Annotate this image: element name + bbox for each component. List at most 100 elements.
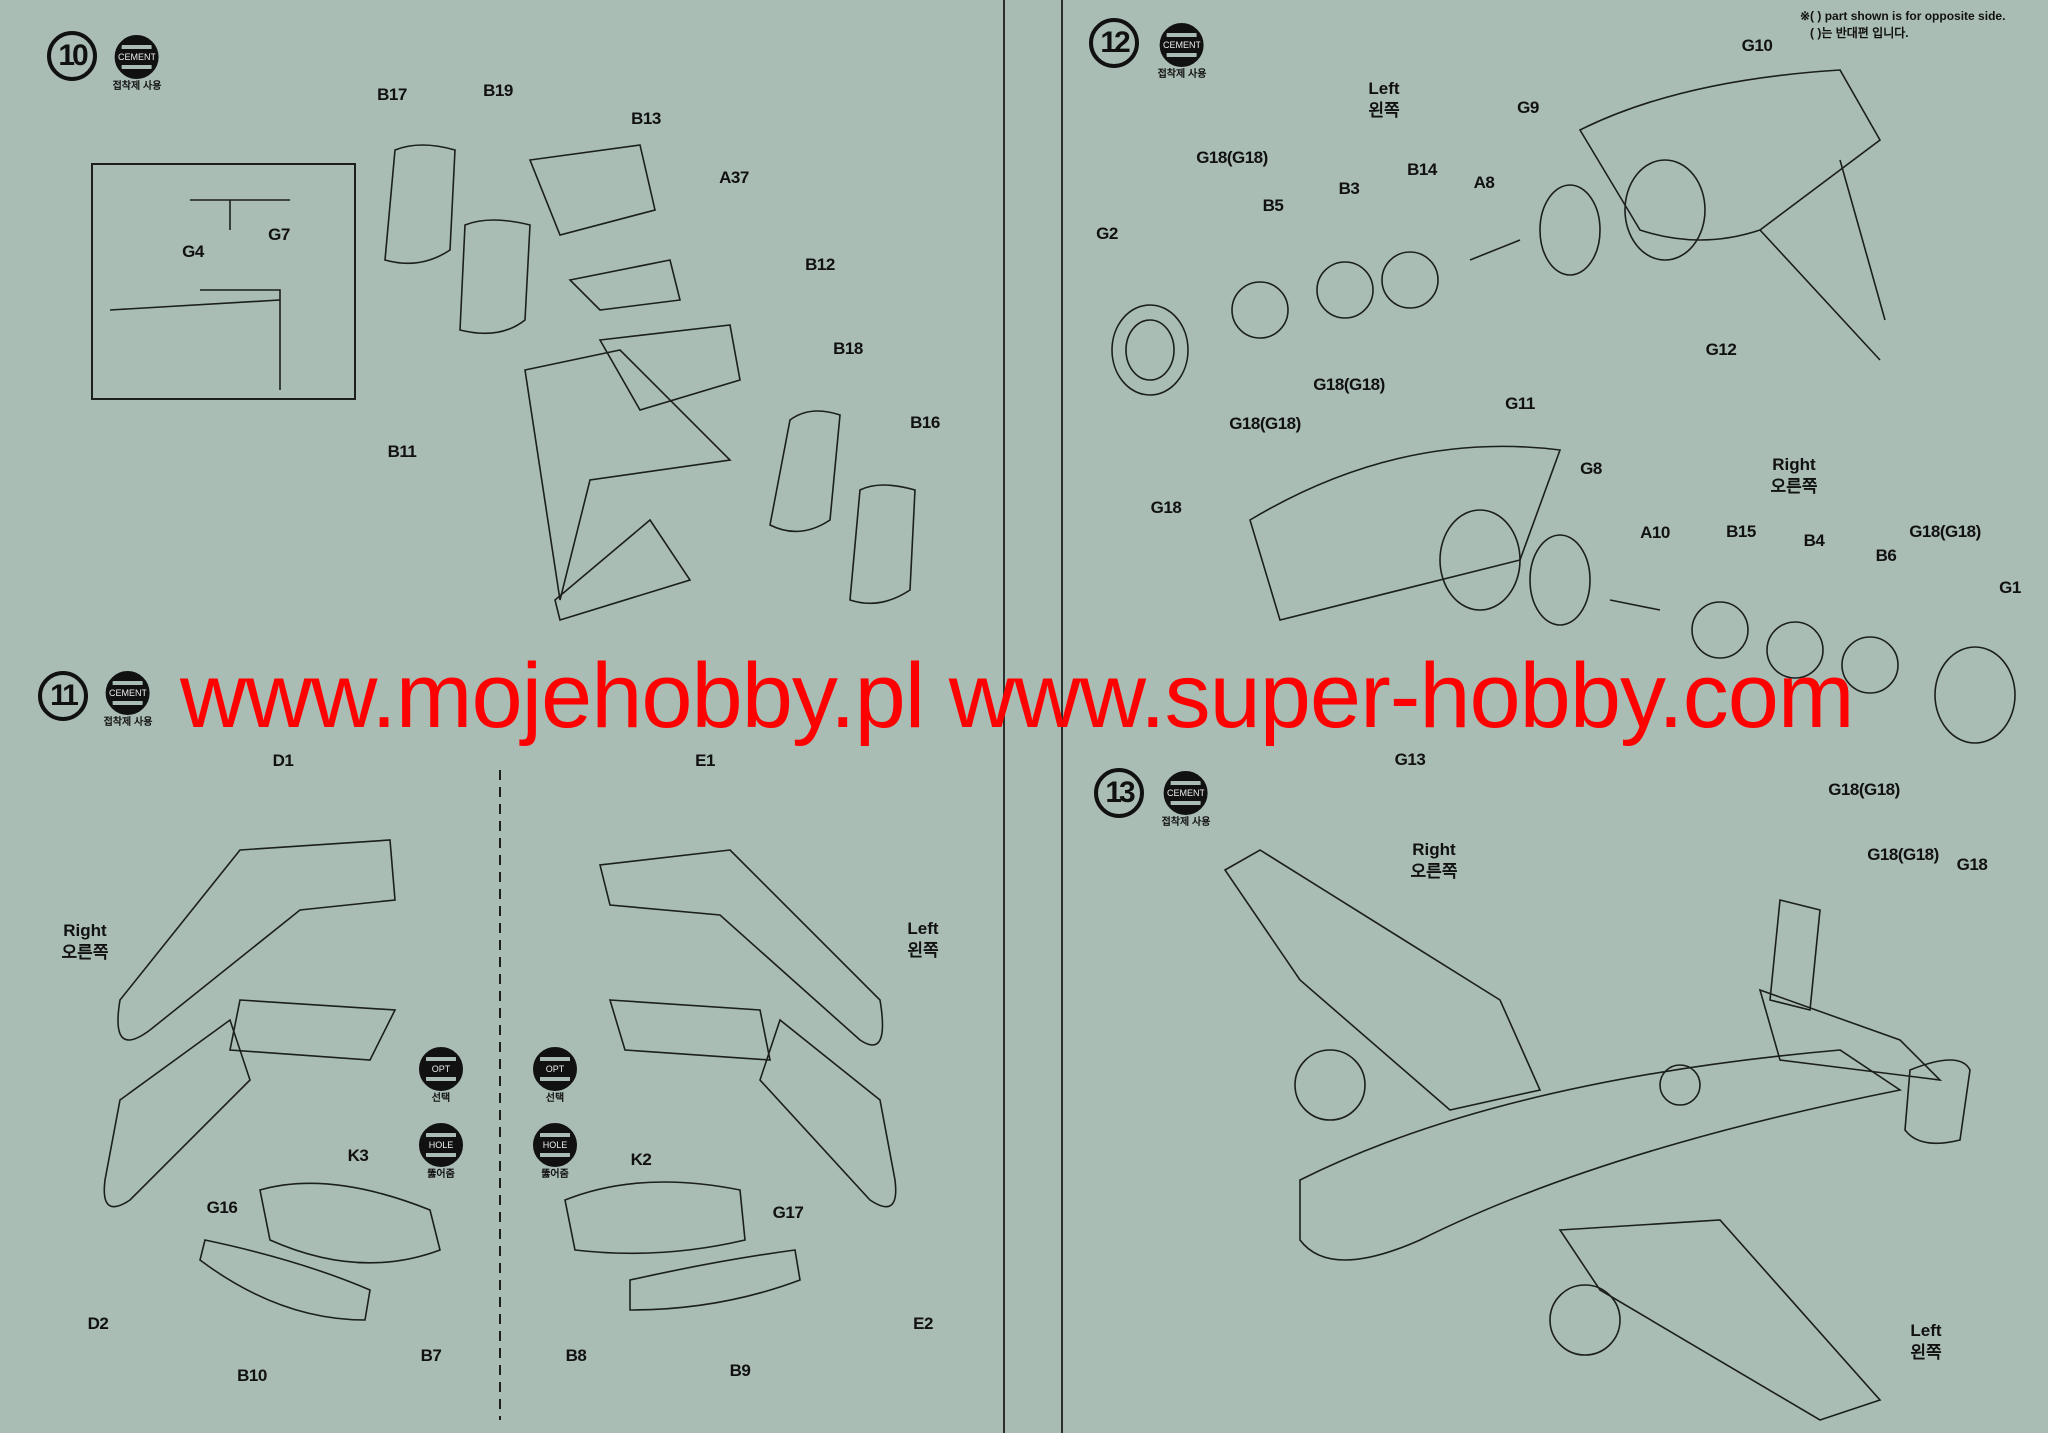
part-label: B6: [1875, 546, 1897, 565]
part-label: G4: [182, 242, 204, 261]
part-label: G2: [1096, 224, 1118, 243]
side-label-en: Left: [907, 919, 939, 938]
side-label: Left 왼쪽: [907, 918, 938, 962]
hole-badge: HOLE 뚫어줌: [419, 1123, 463, 1181]
opt-caption: 선택: [545, 1093, 565, 1104]
part-label: G18(G18): [1909, 522, 1981, 541]
opt-badge: OPT 선택: [533, 1047, 577, 1105]
part-label: B15: [1726, 522, 1756, 541]
part-label: G18(G18): [1229, 414, 1301, 433]
cement-caption: 접착제 사용: [1161, 817, 1211, 828]
part-label: B8: [565, 1346, 587, 1365]
cement-badge: CEMENT 접착제 사용: [1157, 23, 1207, 81]
side-label-en: Left: [1368, 79, 1400, 98]
part-label: B19: [483, 81, 513, 100]
part-label: G18(G18): [1867, 845, 1939, 864]
hole-icon: HOLE: [533, 1123, 577, 1167]
hole-badge: HOLE 뚫어줌: [533, 1123, 577, 1181]
part-label: B5: [1262, 196, 1284, 215]
side-label: Left 왼쪽: [1910, 1320, 1941, 1364]
part-label: B13: [631, 109, 661, 128]
cement-badge: CEMENT 접착제 사용: [1161, 771, 1211, 829]
page-divider: [1003, 0, 1005, 1433]
part-label: D1: [272, 751, 294, 770]
detail-inset-box: [91, 163, 356, 400]
part-label: G16: [206, 1198, 238, 1217]
part-label: B4: [1803, 531, 1825, 550]
part-label: B9: [729, 1361, 751, 1380]
note-line-ko: ( )는 반대편 입니다.: [1810, 26, 1909, 40]
part-label: D2: [87, 1314, 109, 1333]
part-label: B10: [237, 1366, 267, 1385]
left-page: [0, 0, 1003, 1433]
part-label: K3: [347, 1146, 369, 1165]
part-label: G8: [1580, 459, 1602, 478]
cement-caption: 접착제 사용: [1157, 69, 1207, 80]
cement-badge: CEMENT 접착제 사용: [103, 671, 153, 729]
part-label: K2: [630, 1150, 652, 1169]
opt-badge: OPT 선택: [419, 1047, 463, 1105]
cement-icon: CEMENT: [115, 35, 159, 79]
side-label-ko: 왼쪽: [907, 941, 939, 960]
part-label: E2: [913, 1314, 933, 1333]
part-label: B7: [420, 1346, 442, 1365]
step-number-10: 10: [47, 31, 97, 81]
opt-icon: OPT: [419, 1047, 463, 1091]
part-label: G11: [1505, 394, 1535, 413]
part-label: G17: [772, 1203, 804, 1222]
opt-icon: OPT: [533, 1047, 577, 1091]
side-label-ko: 왼쪽: [1910, 1343, 1942, 1362]
part-label: A8: [1473, 173, 1495, 192]
side-label-en: Left: [1910, 1321, 1942, 1340]
part-label: B11: [387, 442, 417, 461]
cement-icon: CEMENT: [106, 671, 150, 715]
part-label: G18: [1150, 498, 1182, 517]
part-label: A37: [719, 168, 749, 187]
part-label: B18: [833, 339, 863, 358]
part-label: G10: [1741, 36, 1773, 55]
step-number-11: 11: [38, 671, 88, 721]
part-label: B14: [1407, 160, 1437, 179]
part-label: B3: [1338, 179, 1360, 198]
hole-caption: 뚫어줌: [541, 1169, 569, 1180]
right-page: [1062, 0, 2048, 1433]
part-label: B17: [377, 85, 407, 104]
hole-icon: HOLE: [419, 1123, 463, 1167]
side-label-ko: 오른쪽: [61, 943, 109, 962]
side-label: Right 오른쪽: [1411, 839, 1458, 883]
step-number-13: 13: [1094, 768, 1144, 818]
part-label: A10: [1640, 523, 1670, 542]
note-line-en: ※( ) part shown is for opposite side.: [1800, 9, 2006, 23]
hole-caption: 뚫어줌: [427, 1169, 455, 1180]
side-label: Right 오른쪽: [1771, 454, 1818, 498]
part-label: G12: [1705, 340, 1737, 359]
side-label-en: Right: [63, 921, 107, 940]
part-label: G18(G18): [1313, 375, 1385, 394]
step-number-12: 12: [1089, 18, 1139, 68]
part-label: G7: [268, 225, 290, 244]
part-label: G18(G18): [1828, 780, 1900, 799]
side-label: Right 오른쪽: [62, 920, 109, 964]
cement-badge: CEMENT 접착제 사용: [112, 35, 162, 93]
part-label: G1: [1999, 578, 2021, 597]
side-label-en: Right: [1412, 840, 1456, 859]
cement-caption: 접착제 사용: [103, 717, 153, 728]
part-label: E1: [695, 751, 715, 770]
cement-caption: 접착제 사용: [112, 81, 162, 92]
side-label-ko: 오른쪽: [1410, 862, 1458, 881]
side-label-ko: 왼쪽: [1368, 101, 1400, 120]
part-label: B16: [910, 413, 940, 432]
opt-caption: 선택: [431, 1093, 451, 1104]
cement-icon: CEMENT: [1160, 23, 1204, 67]
page-divider: [1061, 0, 1063, 1433]
watermark: www.mojehobby.pl www.super-hobby.com: [180, 645, 1855, 747]
cement-icon: CEMENT: [1164, 771, 1208, 815]
side-label: Left 왼쪽: [1368, 78, 1399, 122]
part-label: G18(G18): [1196, 148, 1268, 167]
opposite-side-note: ※( ) part shown is for opposite side. ( …: [1800, 8, 2005, 42]
part-label: G13: [1394, 750, 1426, 769]
part-label: B12: [805, 255, 835, 274]
part-label: G18: [1956, 855, 1988, 874]
side-label-en: Right: [1772, 455, 1816, 474]
